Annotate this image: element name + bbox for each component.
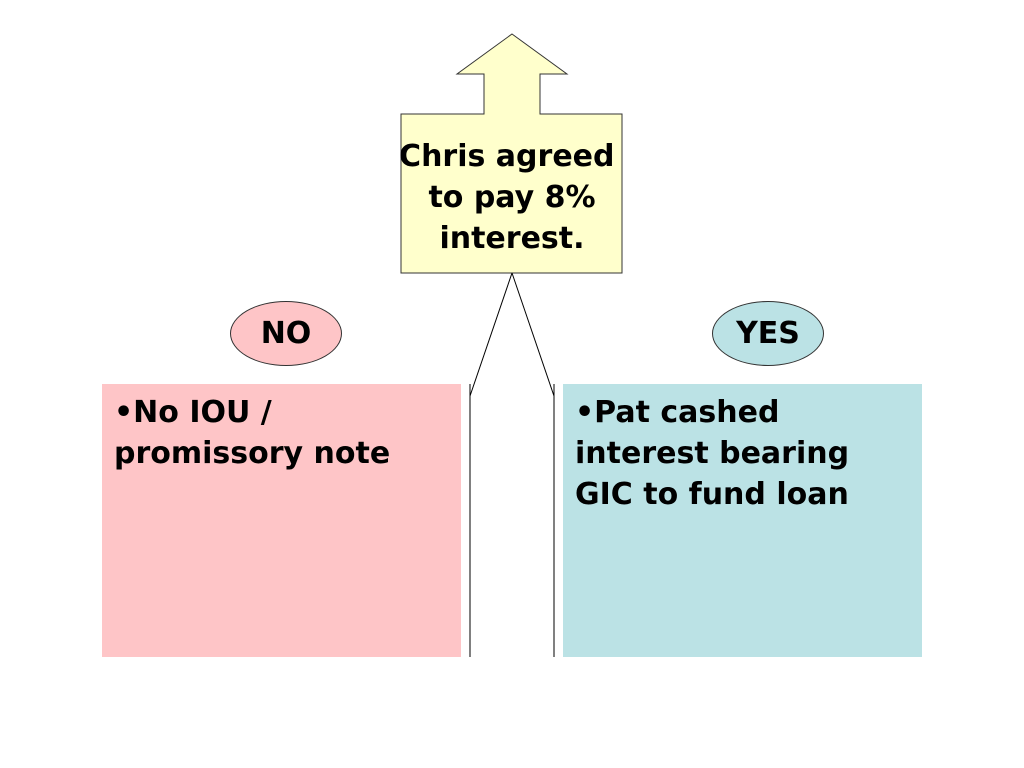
yes-bullet-line: interest bearing <box>575 436 850 471</box>
no-label: NO <box>260 316 312 351</box>
yes-label: YES <box>736 316 800 351</box>
no-bullet-line: promissory note <box>114 436 391 471</box>
no-bullet-line: •No IOU / <box>114 395 272 430</box>
connector-left <box>469 272 513 397</box>
yes-evidence-panel: •Pat cashed interest bearing GIC to fund… <box>563 384 922 657</box>
claim-line: to pay 8% <box>428 180 596 215</box>
no-evidence-panel: •No IOU / promissory note <box>102 384 461 657</box>
claim-line: Chris agreed <box>399 139 625 174</box>
yes-bullet-line: GIC to fund loan <box>575 477 849 512</box>
yes-label-oval: YES <box>712 301 824 366</box>
claim-line: interest. <box>439 221 585 256</box>
claim-statement: Chris agreed to pay 8% interest. <box>396 136 628 259</box>
yes-bullet-line: •Pat cashed <box>575 395 780 430</box>
connector-right <box>511 272 555 397</box>
no-label-oval: NO <box>230 301 342 366</box>
